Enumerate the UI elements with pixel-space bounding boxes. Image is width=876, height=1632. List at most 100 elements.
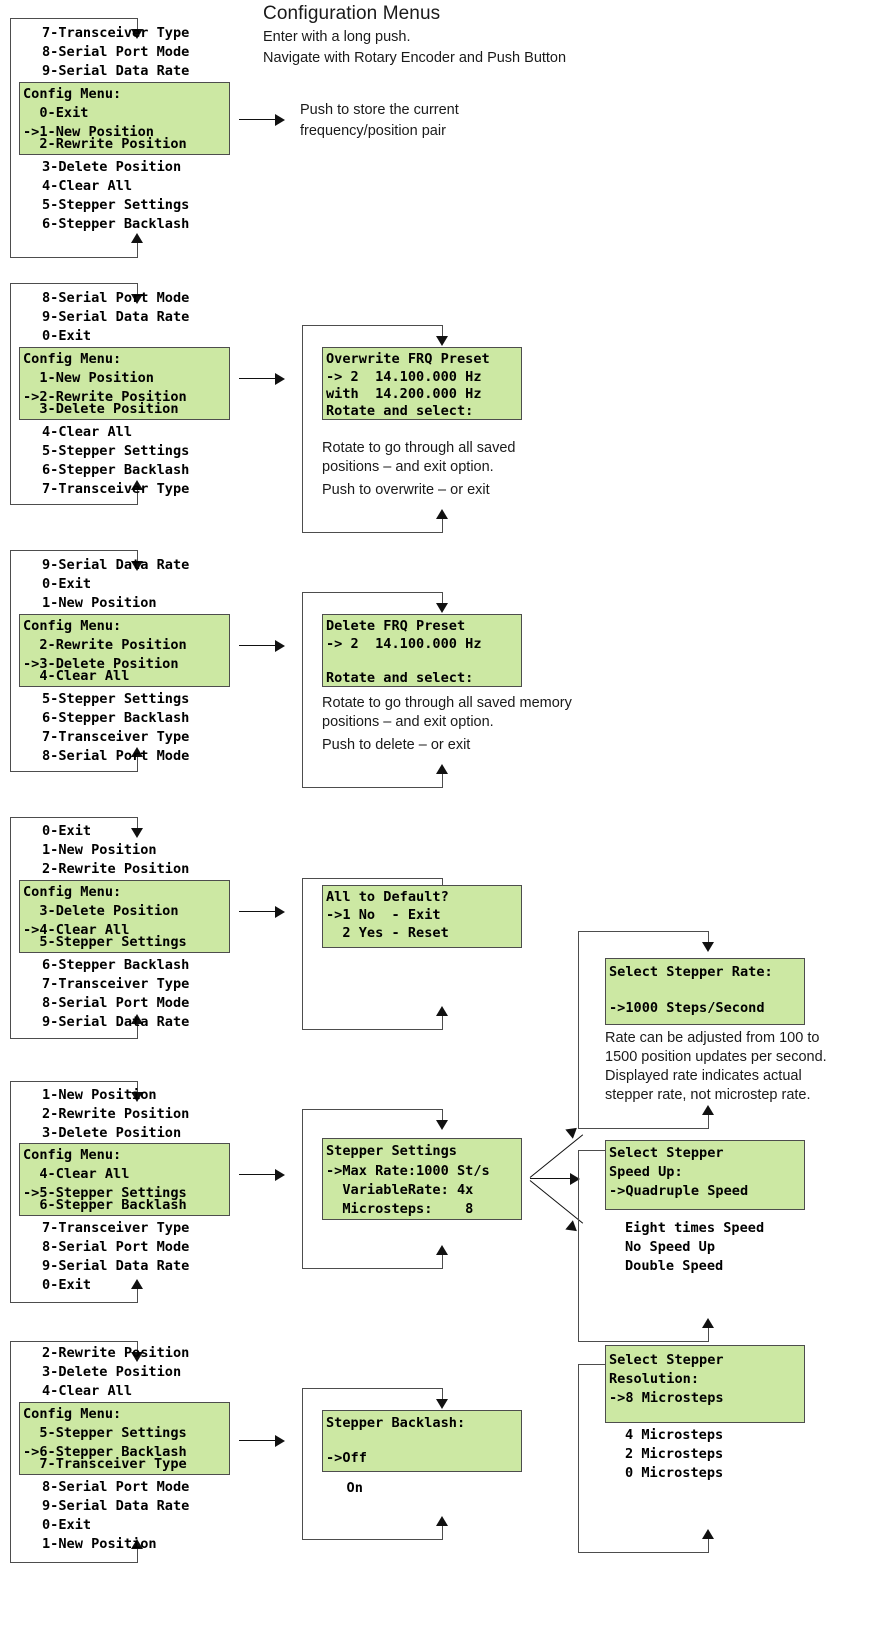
- lcd-line: ->5-Stepper Settings: [23, 1185, 187, 1201]
- detail-loop-up: [442, 518, 443, 533]
- lcd-line: 1-New Position: [23, 370, 154, 386]
- detail-loop-left: [302, 1109, 303, 1269]
- loop-wire-bottom: [10, 1302, 138, 1303]
- loop-wire-bottom: [10, 771, 138, 772]
- loop-wire-left: [10, 1341, 11, 1563]
- arrow-head-up-icon: [131, 1279, 143, 1289]
- lcd-panel-delete-frq: Delete FRQ Preset -> 2 14.100.000 Hz Rot…: [322, 614, 522, 687]
- res-loop-bottom: [578, 1552, 709, 1553]
- loop-wire-left: [10, 550, 11, 772]
- option-line: 4 Microsteps: [625, 1427, 724, 1443]
- option-line: Eight times Speed: [625, 1220, 765, 1236]
- arrow-head-up-icon: [436, 1245, 448, 1255]
- menu-line: 6-Stepper Backlash: [42, 216, 190, 232]
- detail-loop-down: [442, 592, 443, 606]
- lcd-line: Microsteps: 8: [326, 1201, 474, 1217]
- arrow-head-down-icon: [436, 603, 448, 613]
- lcd-line: Select Stepper Rate:: [609, 964, 773, 980]
- option-line: No Speed Up: [625, 1239, 716, 1255]
- menu-line: 1-New Position: [42, 842, 157, 858]
- menu-line: 0-Exit: [42, 1277, 92, 1293]
- loop-wire-top: [10, 817, 138, 818]
- lcd-line: 0-Exit: [23, 105, 89, 121]
- note-line: positions – and exit option.: [322, 459, 494, 475]
- lcd-line: Stepper Settings: [326, 1143, 457, 1159]
- arrow-head-up-icon: [436, 1516, 448, 1526]
- menu-line: 0-Exit: [42, 328, 92, 344]
- menu-line: 3-Delete Position: [42, 1364, 182, 1380]
- detail-loop-left: [302, 592, 303, 788]
- arrow-head-right-icon: [275, 373, 285, 385]
- loop-wire-left: [10, 1081, 11, 1303]
- lcd-line: Config Menu:: [23, 86, 122, 102]
- menu-line: 9-Serial Data Rate: [42, 1498, 190, 1514]
- res-loop-left: [578, 1364, 579, 1553]
- connector-arrow-line: [239, 911, 277, 912]
- lcd-line: 5-Stepper Settings: [23, 1425, 187, 1441]
- lcd-line: All to Default?: [326, 889, 449, 905]
- lcd-line: ->Quadruple Speed: [609, 1183, 749, 1199]
- lcd-line: 5-Stepper Settings: [23, 934, 187, 950]
- menu-line: 9-Serial Data Rate: [42, 1258, 190, 1274]
- lcd-line: ->4-Clear All: [23, 922, 130, 938]
- loop-wire-down: [137, 817, 138, 831]
- lcd-line: 2-Rewrite Position: [23, 637, 187, 653]
- lcd-line: Config Menu:: [23, 884, 122, 900]
- lcd-line: Select Stepper: [609, 1352, 724, 1368]
- lcd-line: Resolution:: [609, 1371, 700, 1387]
- note-line: Rate can be adjusted from 100 to: [605, 1030, 820, 1046]
- lcd-line: ->6-Stepper Backlash: [23, 1444, 187, 1460]
- note-line: stepper rate, not microstep rate.: [605, 1087, 811, 1103]
- menu-line: 5-Stepper Settings: [42, 691, 190, 707]
- lcd-line: Config Menu:: [23, 1406, 122, 1422]
- lcd-panel-stepper-backlash: Stepper Backlash: ->Off: [322, 1410, 522, 1472]
- menu-line: 7-Transceiver Type: [42, 729, 190, 745]
- detail-loop-top: [302, 1109, 443, 1110]
- arrow-head-right-icon: [275, 906, 285, 918]
- detail-loop-left: [302, 878, 303, 1030]
- connector-arrow-line: [239, 378, 277, 379]
- loop-wire-down: [137, 550, 138, 564]
- arrow-head-up-icon: [131, 1014, 143, 1024]
- lcd-line: Select Stepper: [609, 1145, 724, 1161]
- menu-line: 4-Clear All: [42, 178, 133, 194]
- note-line: Push to delete – or exit: [322, 737, 471, 753]
- loop-wire-up: [137, 1548, 138, 1563]
- rate-loop-left: [578, 931, 579, 1129]
- rate-loop-down: [708, 931, 709, 943]
- lcd-line: ->1000 Steps/Second: [609, 1000, 765, 1016]
- option-line: Double Speed: [625, 1258, 724, 1274]
- arrow-head-up-icon: [131, 1539, 143, 1549]
- loop-wire-bottom: [10, 1562, 138, 1563]
- lcd-panel-rewrite-position: Config Menu: 1-New Position ->2-Rewrite …: [19, 347, 230, 420]
- lcd-panel-clear-all: Config Menu: 3-Delete Position ->4-Clear…: [19, 880, 230, 953]
- lcd-panel-select-resolution: Select Stepper Resolution: ->8 Microstep…: [605, 1345, 805, 1423]
- loop-wire-left: [10, 283, 11, 505]
- loop-wire-up: [137, 489, 138, 505]
- detail-loop-left: [302, 325, 303, 533]
- menu-line: 1-New Position: [42, 595, 157, 611]
- note-line: 1500 position updates per second.: [605, 1049, 827, 1065]
- arrow-head-up-icon: [131, 480, 143, 490]
- menu-line: 2-Rewrite Position: [42, 861, 190, 877]
- lcd-panel-stepper-settings: Stepper Settings ->Max Rate:1000 St/s Va…: [322, 1138, 522, 1220]
- lcd-line: VariableRate: 4x: [326, 1182, 474, 1198]
- rate-loop-bottom: [578, 1128, 709, 1129]
- arrow-head-down-icon: [702, 942, 714, 952]
- menu-line: 8-Serial Port Mode: [42, 1239, 190, 1255]
- detail-loop-left: [302, 1388, 303, 1540]
- loop-wire-down: [137, 18, 138, 32]
- menu-line: 3-Delete Position: [42, 159, 182, 175]
- lcd-line: ->3-Delete Position: [23, 656, 179, 672]
- menu-line: 4-Clear All: [42, 1383, 133, 1399]
- loop-wire-down: [137, 283, 138, 297]
- menu-line: 7-Transceiver Type: [42, 1220, 190, 1236]
- menu-line: 2-Rewrite Position: [42, 1345, 190, 1361]
- loop-wire-left: [10, 18, 11, 258]
- menu-line: 8-Serial Port Mode: [42, 1479, 190, 1495]
- connector-arrow-line: [239, 1174, 277, 1175]
- arrow-head-up-icon: [702, 1529, 714, 1539]
- menu-line: 7-Transceiver Type: [42, 25, 190, 41]
- note-line: Rotate to go through all saved memory: [322, 695, 572, 711]
